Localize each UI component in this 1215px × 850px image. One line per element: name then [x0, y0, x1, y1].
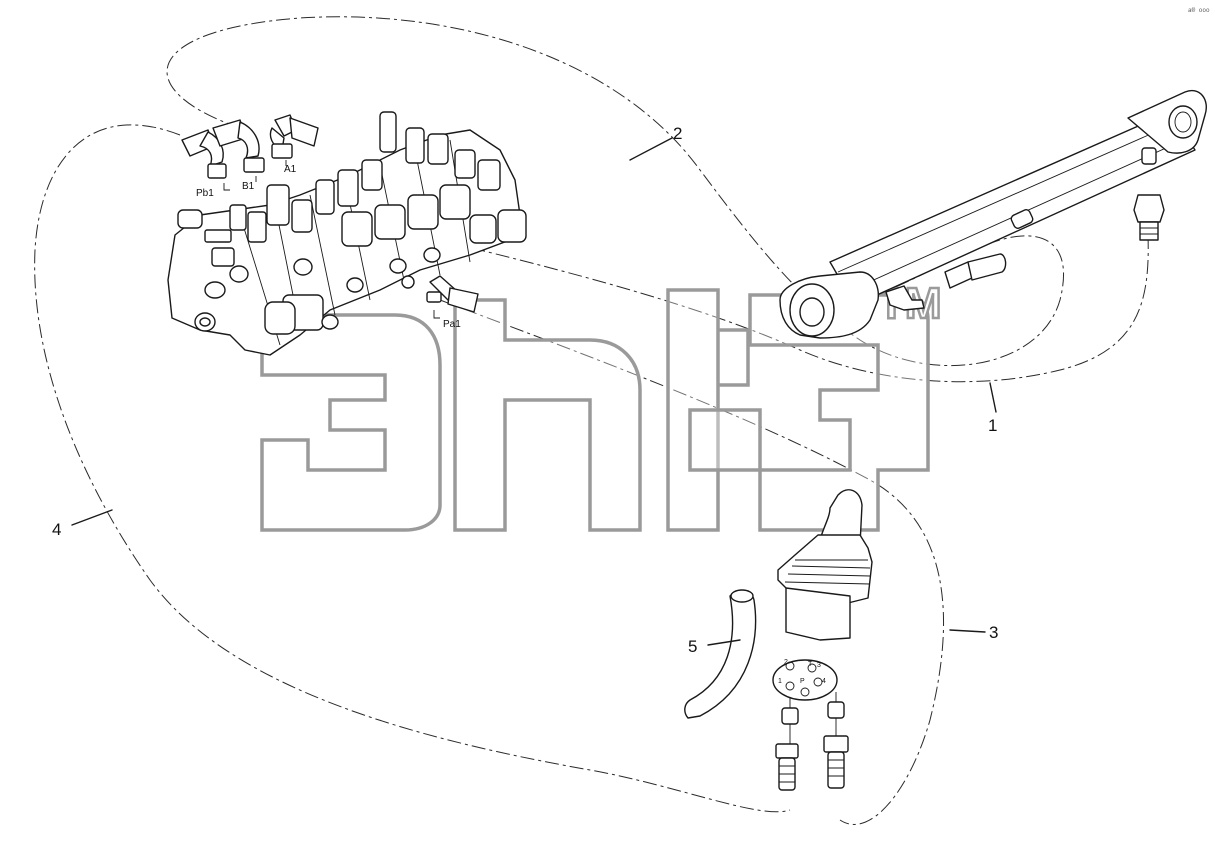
- pin-label-3: 3: [817, 662, 821, 669]
- port-label-a1: A1: [284, 164, 297, 175]
- corner-code: a® ooo: [1188, 7, 1210, 14]
- watermark-logo: TM: [260, 278, 943, 532]
- hose-loop-4: [34, 124, 791, 813]
- leader-5: [707, 639, 741, 646]
- port-label-b1: B1: [242, 181, 255, 192]
- hydraulic-cylinder: [779, 89, 1207, 339]
- rubber-boot-part-5: [684, 589, 757, 719]
- port-label-pb1: Pb1: [196, 188, 214, 199]
- pin-label-4: 4: [822, 678, 826, 685]
- leader-4: [71, 509, 113, 526]
- pin-label-p: P: [800, 678, 805, 685]
- callout-5: 5: [688, 637, 697, 656]
- pin-label-1: 1: [778, 678, 782, 685]
- leader-2: [629, 137, 673, 161]
- leader-1: [989, 382, 997, 413]
- port-label-pa1: Pa1: [443, 319, 461, 330]
- callouts: 1 2 3 4 5: [52, 124, 998, 656]
- hose-loop-2: [166, 16, 1065, 366]
- hose-loop-3: [439, 299, 945, 825]
- callout-2: 2: [673, 124, 682, 143]
- pin-label-2: 2: [784, 659, 788, 666]
- leader-3: [949, 629, 986, 633]
- callout-4: 4: [52, 520, 61, 539]
- callout-1: 1: [988, 416, 997, 435]
- pin-label-t: T: [808, 661, 813, 668]
- callout-3: 3: [989, 623, 998, 642]
- control-valve-block: Pb1 B1 A1 Pa1: [167, 111, 527, 356]
- joystick-control: 2 3 T 1 P 4: [772, 489, 873, 791]
- hose-loops: [34, 16, 1149, 825]
